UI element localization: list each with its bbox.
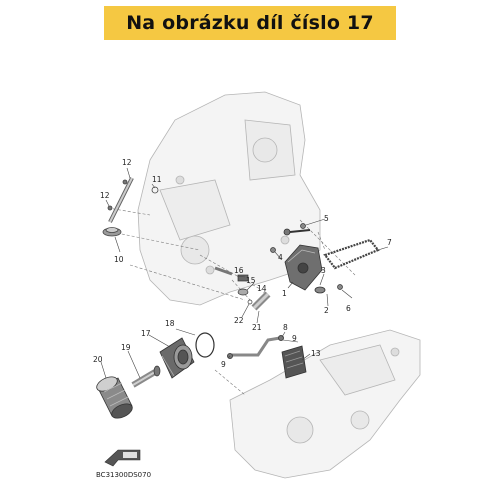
- callout-9a: 9: [292, 334, 297, 343]
- callout-1: 1: [282, 289, 287, 298]
- oil-cooler: [159, 337, 195, 379]
- oil-strainer: [281, 345, 307, 379]
- callout-9b: 9: [221, 360, 226, 369]
- drive-chain: [323, 238, 380, 270]
- callout-12a: 12: [122, 158, 132, 167]
- callout-3: 3: [321, 266, 326, 275]
- header-banner: Na obrázku díl číslo 17: [0, 0, 500, 45]
- callout-7: 7: [387, 238, 392, 247]
- callout-21: 21: [252, 323, 262, 332]
- callout-11: 11: [152, 175, 162, 184]
- callout-10: 10: [114, 255, 124, 264]
- crankcase-right: [229, 329, 421, 479]
- banner-title: Na obrázku díl číslo 17: [104, 5, 396, 40]
- front-arrow-icon: [104, 449, 141, 467]
- o-ring: [195, 332, 215, 358]
- callout-4: 4: [278, 253, 283, 262]
- relief-valve-parts: [247, 291, 271, 311]
- callout-12b: 12: [100, 191, 110, 200]
- callout-16: 16: [234, 266, 244, 275]
- oil-filter: [96, 376, 133, 419]
- small-parts: [214, 223, 343, 296]
- callout-15: 15: [246, 276, 256, 285]
- callout-5: 5: [324, 214, 329, 223]
- callout-6: 6: [346, 304, 351, 313]
- callout-20: 20: [93, 355, 103, 364]
- oil-pipe: [227, 335, 284, 359]
- callout-8: 8: [283, 323, 288, 332]
- diagram-code: BC31300DS070: [96, 471, 151, 479]
- callout-14: 14: [257, 284, 267, 293]
- oil-bolt: [131, 365, 161, 388]
- dipstick-assembly: [102, 177, 159, 237]
- callout-19: 19: [121, 343, 131, 352]
- callout-18: 18: [165, 319, 175, 328]
- leader-lines: [100, 167, 389, 379]
- callout-22: 22: [234, 316, 244, 325]
- callout-17: 17: [141, 329, 151, 338]
- callout-2: 2: [324, 306, 329, 315]
- callouts: 12 11 12 10 16 15 14 5 4 7 3 1 2 6 22 21…: [93, 158, 392, 369]
- oil-pump-assembly: [283, 228, 326, 294]
- callout-13: 13: [311, 349, 321, 358]
